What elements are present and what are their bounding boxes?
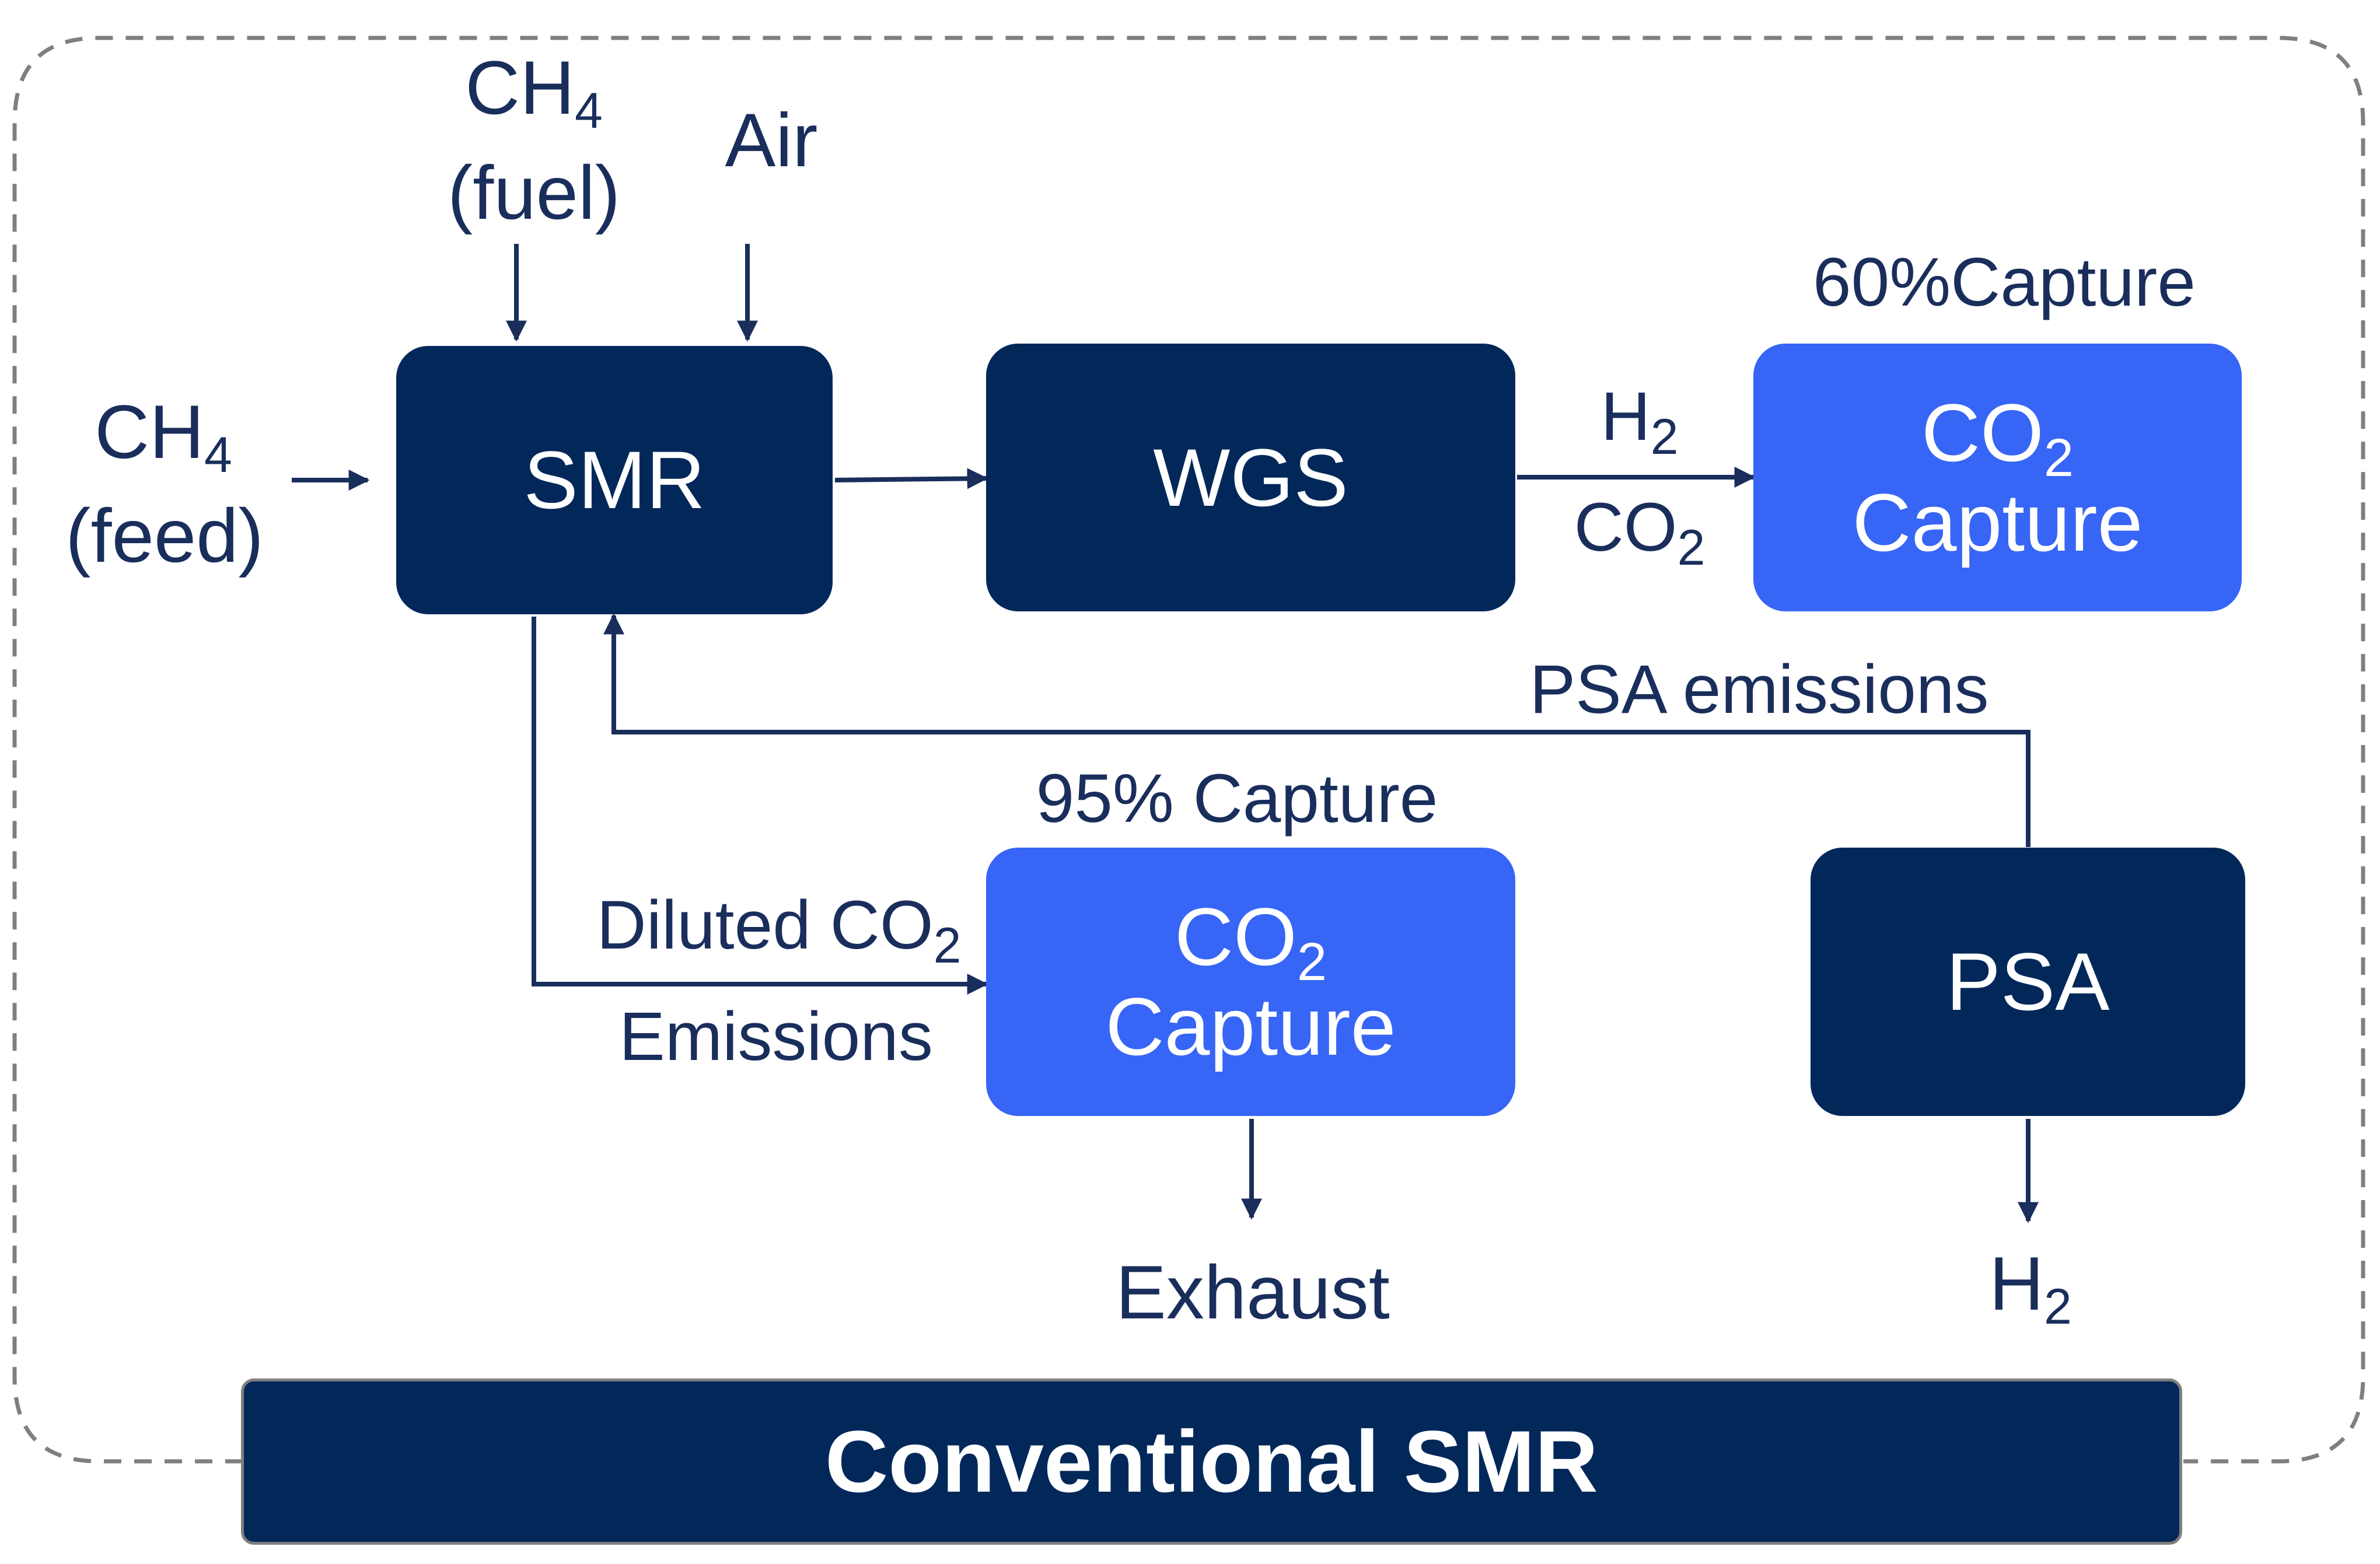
ch4-feed-formula: CH — [95, 389, 204, 474]
h2-stream-subscript: 2 — [1650, 409, 1679, 466]
arrow-smr-to-capture — [532, 617, 988, 995]
ch4-fuel-formula: CH — [465, 45, 575, 130]
arrow-smr-to-wgs — [834, 468, 988, 489]
co2-stream-formula: CO — [1574, 489, 1677, 566]
h2-product-subscript: 2 — [2044, 1279, 2072, 1335]
h2-product-formula: H — [1989, 1241, 2045, 1326]
capture-rate-top: 60%Capture — [1813, 244, 2196, 321]
capture-bottom-word: Capture — [1105, 981, 1396, 1072]
diluted-co2-text: Diluted CO — [596, 887, 934, 964]
diluted-co2-label: Diluted CO2 — [597, 891, 962, 971]
wgs-unit: WGS — [986, 344, 1515, 611]
ch4-fuel-label: CH4 — [465, 50, 603, 136]
co2-capture-unit-top: CO2 Capture — [1753, 344, 2242, 611]
ch4-feed-label: CH4 — [95, 394, 232, 480]
capture-bottom-formula-line: CO2 — [1174, 891, 1327, 989]
exhaust-label: Exhaust — [1116, 1250, 1390, 1335]
co2-capture-unit-bottom: CO2 Capture — [986, 848, 1515, 1116]
air-label: Air — [725, 97, 818, 183]
capture-top-formula-line: CO2 — [1921, 386, 2074, 484]
capture-top-word: Capture — [1852, 476, 2143, 568]
co2-stream-label: CO2 — [1574, 493, 1706, 573]
ch4-fuel-note: (fuel) — [447, 150, 621, 235]
ch4-feed-note: (feed) — [65, 493, 264, 578]
outer-dashed-border — [12, 36, 2365, 1464]
ch4-fuel-subscript: 4 — [574, 83, 603, 139]
capture-top-subscript: 2 — [2043, 428, 2074, 488]
ch4-feed-subscript: 4 — [204, 427, 232, 484]
smr-unit: SMR — [396, 346, 833, 614]
h2-product-label: H2 — [1989, 1245, 2072, 1332]
co2-stream-subscript: 2 — [1677, 520, 1706, 576]
psa-emissions-label: PSA emissions — [1529, 651, 1989, 728]
wgs-label: WGS — [1153, 431, 1348, 523]
capture-bottom-subscript: 2 — [1296, 932, 1327, 992]
capture-bottom-formula: CO — [1174, 891, 1297, 982]
banner-title: Conventional SMR — [824, 1412, 1599, 1510]
capture-top-formula: CO — [1921, 386, 2044, 478]
emissions-label: Emissions — [619, 998, 933, 1075]
psa-unit: PSA — [1811, 848, 2245, 1116]
h2-stream-label: H2 — [1600, 382, 1678, 462]
psa-label: PSA — [1946, 936, 2110, 1027]
smr-label: SMR — [523, 434, 705, 526]
arrow-psa-emissions-to-smr — [603, 613, 2030, 847]
capture-rate-bottom: 95% Capture — [1036, 760, 1438, 837]
conventional-smr-banner: Conventional SMR — [241, 1378, 2182, 1545]
diluted-co2-subscript: 2 — [933, 918, 962, 974]
h2-stream-formula: H — [1600, 378, 1651, 455]
